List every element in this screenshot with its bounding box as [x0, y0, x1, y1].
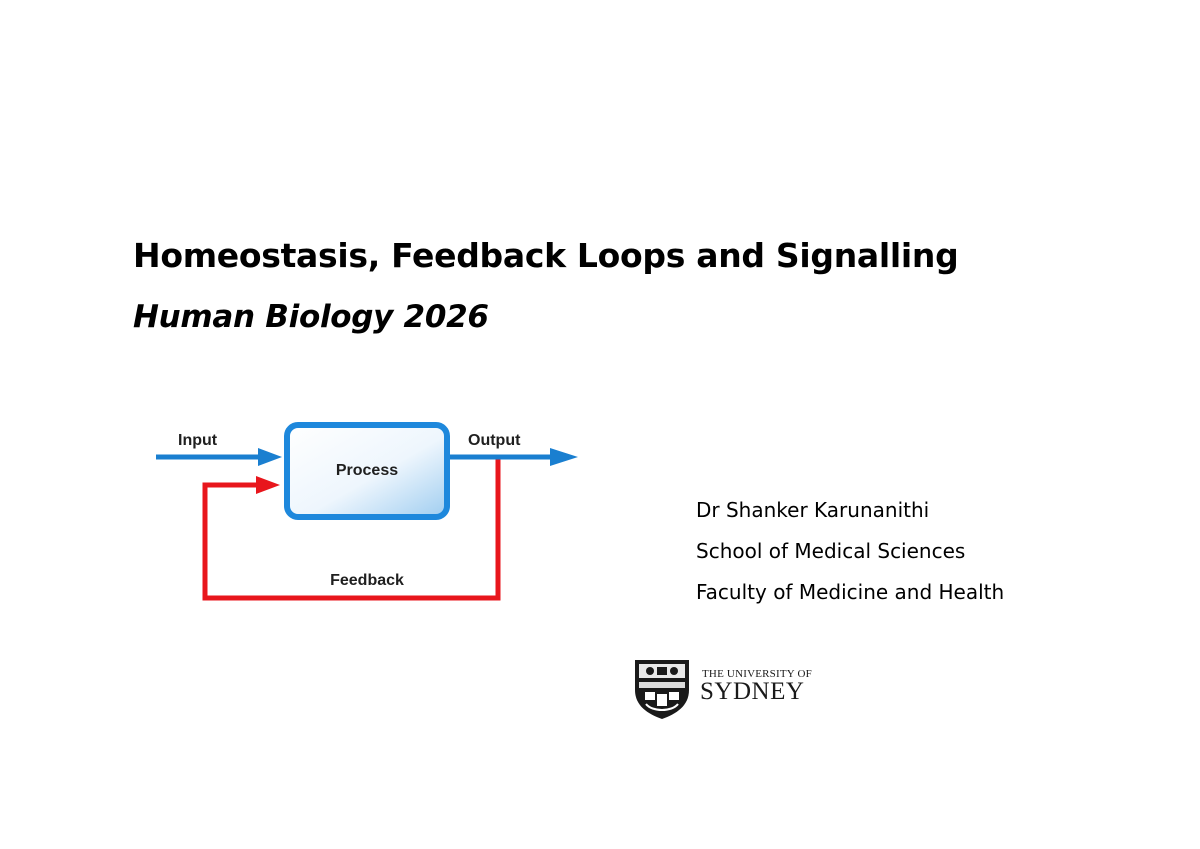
author-faculty: Faculty of Medicine and Health [696, 580, 1005, 604]
author-block: Dr Shanker Karunanithi School of Medical… [696, 490, 1004, 613]
slide-title: Homeostasis, Feedback Loops and Signalli… [133, 236, 959, 275]
output-label: Output [468, 432, 521, 449]
author-school: School of Medical Sciences [696, 539, 966, 563]
feedback-loop-diagram: Input Process Output Feedback [156, 422, 578, 601]
university-logo: THE UNIVERSITY OF SYDNEY [632, 656, 822, 720]
output-arrowhead [550, 448, 578, 466]
slide-subtitle: Human Biology 2026 [133, 299, 489, 335]
input-arrowhead [258, 448, 282, 466]
process-box [284, 422, 450, 520]
feedback-path [202, 459, 501, 601]
process-label: Process [336, 462, 398, 479]
input-label: Input [178, 432, 218, 449]
feedback-arrowhead [256, 476, 280, 494]
logo-text-small: THE UNIVERSITY OF [702, 668, 812, 680]
feedback-label: Feedback [330, 572, 404, 589]
university-crest-icon [635, 660, 689, 719]
author-name: Dr Shanker Karunanithi [696, 498, 930, 522]
logo-text-big: SYDNEY [700, 678, 805, 705]
